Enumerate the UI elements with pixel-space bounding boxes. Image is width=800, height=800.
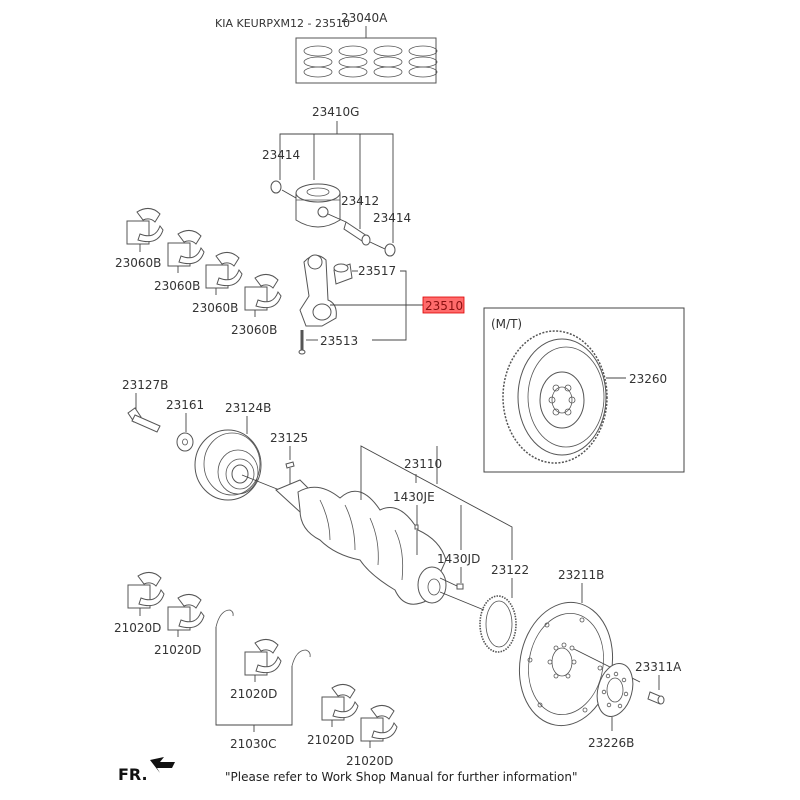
crankshaft-icon (275, 479, 447, 605)
pulley-icon (194, 429, 262, 501)
label-23110[interactable]: 23110 (404, 457, 442, 471)
main-bearing-group[interactable]: 23060B 23060B 23060B 23060B (115, 208, 282, 337)
piston-pin-icon (343, 221, 371, 246)
conrod-bolt-icon (298, 330, 306, 355)
drive-plate-bolt[interactable]: 23311A (635, 660, 682, 705)
label-23060b-2[interactable]: 23060B (154, 279, 200, 293)
label-21020d-5[interactable]: 21020D (346, 754, 393, 768)
snap-ring-icon (270, 180, 282, 194)
label-23124b[interactable]: 23124B (225, 401, 271, 415)
label-23226b[interactable]: 23226B (588, 736, 634, 750)
label-23127b[interactable]: 23127B (122, 378, 168, 392)
label-23060b-1[interactable]: 23060B (115, 256, 161, 270)
bearing-shell-icon (360, 705, 398, 748)
conrod-bearing-icon (333, 263, 353, 285)
connecting-rod-icon (299, 254, 337, 327)
label-23211b[interactable]: 23211B (558, 568, 604, 582)
front-indicator: FR. (118, 757, 175, 784)
mt-caption: (M/T) (491, 317, 522, 331)
label-23513[interactable]: 23513 (320, 334, 358, 348)
label-23410g[interactable]: 23410G (312, 105, 359, 119)
label-23125[interactable]: 23125 (270, 431, 308, 445)
dowel-pin-icon (456, 583, 464, 590)
label-21030c[interactable]: 21030C (230, 737, 277, 751)
bolt-icon (127, 407, 161, 433)
diagram-title: KIA KEURPXM12 - 23510 (215, 17, 350, 30)
lower-bearing-group[interactable]: 21020D 21020D 21020D 21020D 2102 (114, 572, 398, 768)
washer-icon (176, 432, 194, 452)
crankshaft-key[interactable]: 23125 (270, 431, 308, 498)
front-arrow-icon (150, 757, 175, 773)
snap-ring-icon (384, 243, 396, 257)
bolt-icon (647, 691, 665, 705)
thrust-washer-icon (215, 609, 234, 628)
key-icon (285, 461, 295, 469)
bearing-shell-icon (126, 208, 164, 252)
label-23412[interactable]: 23412 (341, 194, 379, 208)
adapter-plate[interactable]: 23226B (588, 660, 638, 750)
piston-icon (295, 183, 341, 228)
label-23122[interactable]: 23122 (491, 563, 529, 577)
label-23414-left[interactable]: 23414 (262, 148, 300, 162)
label-23510-highlighted[interactable]: 23510 (425, 299, 463, 313)
label-23060b-3[interactable]: 23060B (192, 301, 238, 315)
bearing-shell-icon (205, 252, 243, 295)
label-23517[interactable]: 23517 (358, 264, 396, 278)
bearing-shell-icon (321, 684, 359, 727)
label-23060b-4[interactable]: 23060B (231, 323, 277, 337)
flywheel-icon (502, 330, 608, 464)
thrust-washer[interactable]: 21030C (215, 609, 311, 751)
highlighted-part-box[interactable] (422, 296, 465, 314)
washer[interactable]: 23161 (166, 398, 204, 452)
label-23260[interactable]: 23260 (629, 372, 667, 386)
piston-ring-icon (303, 45, 438, 78)
label-21020d-3[interactable]: 21020D (230, 687, 277, 701)
label-21020d-2[interactable]: 21020D (154, 643, 201, 657)
pin-icon (414, 524, 419, 530)
piston-assembly[interactable]: 23410G 23414 23412 23414 (262, 105, 411, 257)
pulley-bolt[interactable]: 23127B (122, 378, 168, 433)
label-1430jd[interactable]: 1430JD (437, 552, 480, 566)
label-23161[interactable]: 23161 (166, 398, 204, 412)
bearing-shell-icon (244, 274, 282, 317)
label-21020d-1[interactable]: 21020D (114, 621, 161, 635)
adapter-plate-icon (596, 663, 634, 717)
bearing-shell-icon (167, 230, 205, 273)
drive-plate[interactable]: 23211B (510, 568, 641, 733)
bearing-shell-icon (244, 639, 282, 682)
bearing-shell-icon (167, 594, 205, 637)
bearing-shell-icon (127, 572, 165, 616)
piston-ring-set[interactable]: 23040A (295, 11, 438, 84)
manual-transmission-flywheel-box[interactable]: (M/T) 23260 (483, 307, 685, 473)
thrust-washer-icon (291, 649, 311, 667)
damper-pulley[interactable]: 23124B (194, 401, 293, 501)
ring-gear-icon (479, 595, 517, 653)
front-label: FR. (118, 765, 148, 784)
label-23040a[interactable]: 23040A (341, 11, 388, 25)
footer-note: "Please refer to Work Shop Manual for fu… (225, 770, 577, 784)
connecting-rod-assembly[interactable]: 23517 23510 23513 (298, 254, 465, 355)
ring-gear[interactable]: 23122 (439, 563, 529, 653)
label-1430je[interactable]: 1430JE (393, 490, 435, 504)
label-21020d-4[interactable]: 21020D (307, 733, 354, 747)
crankshaft-assembly[interactable]: 23110 1430JE 1430JD (275, 445, 513, 605)
label-23311a[interactable]: 23311A (635, 660, 682, 674)
label-23414-right[interactable]: 23414 (373, 211, 411, 225)
